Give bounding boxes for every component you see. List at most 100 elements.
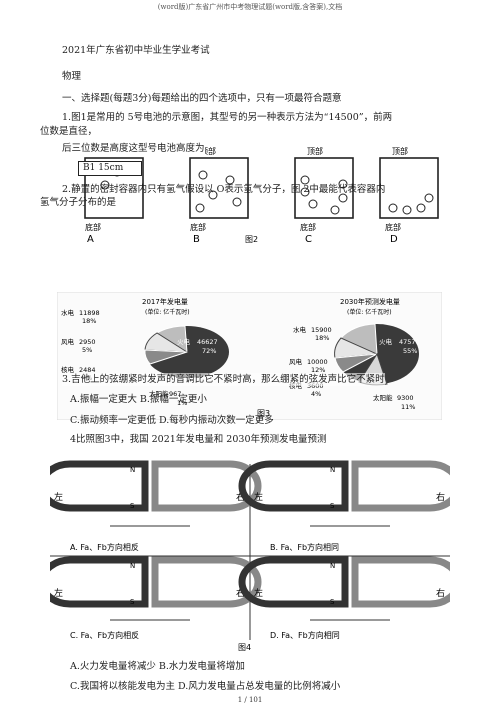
pole-s: S	[330, 598, 335, 606]
figure-2-svg: 顶部 顶部 顶部 顶部 底部 底部 底部 底部 A B C D 图2	[84, 146, 439, 245]
right-label-nuclear-value: 3600	[307, 382, 324, 390]
q3-line: 3.吉他上的弦绷紧时发声的音调比它不紧时高，那么绷紧的弦发声比它不紧时	[62, 373, 385, 386]
left-label-nuclear-name: 核电	[61, 365, 75, 374]
label-left: 左	[54, 491, 63, 503]
fig4-caption: 图4	[238, 643, 251, 652]
q4-options-1: A.火力发电量将减少 B.水力发电量将增加	[70, 661, 245, 672]
fig2-letter-c: C	[305, 234, 312, 245]
fig2-bottom-b: 底部	[190, 222, 206, 232]
molecule	[300, 175, 310, 185]
right-label-wind-value: 10000	[307, 358, 328, 366]
figure-4-svg: 左 右 N S A. Fa、Fb方向相反 左 右 N S B. Fa、Fb方向相…	[50, 460, 450, 652]
page-header: (word版)广东省广州市中考物理试题(word版,含答案),文档	[157, 3, 343, 11]
pole-n: N	[130, 466, 135, 474]
molecule	[300, 187, 310, 197]
container-b	[189, 157, 249, 219]
left-label-thermal-value: 46627	[197, 338, 218, 346]
right-label-hydro-name: 水电	[293, 325, 307, 334]
exam-title: 2021年广东省初中毕业生学业考试	[62, 45, 210, 56]
right-label-hydro-value: 15900	[311, 326, 332, 334]
left-label-solar-name: 太阳能	[149, 389, 169, 398]
pole-s: S	[130, 598, 135, 606]
panel-a: 左 右 N S A. Fa、Fb方向相反	[50, 460, 262, 552]
right-label-solar-value: 9300	[397, 394, 414, 402]
molecule	[388, 203, 398, 213]
magnet-left	[50, 556, 149, 608]
molecule	[416, 203, 426, 213]
right-label-wind-pct: 12%	[311, 366, 325, 374]
molecule	[195, 203, 205, 213]
fig2-top-b: 顶部	[200, 146, 216, 156]
panel-b: 左 右 N S B. Fa、Fb方向相同	[238, 460, 450, 552]
magnet-left	[50, 460, 149, 512]
left-label-solar-pct: 1%	[177, 399, 187, 407]
molecule	[198, 170, 208, 180]
left-pie-unit: (单位: 亿千瓦时)	[145, 308, 190, 316]
q1-line2: 位数是直径，	[40, 126, 98, 137]
label-left: 左	[254, 587, 263, 599]
right-label-nuclear-pct: 4%	[311, 390, 321, 398]
fig2-letter-a: A	[87, 234, 94, 245]
q2-line2: 氢气分子分布的是	[40, 197, 117, 208]
fig2-letter-b: B	[193, 234, 200, 245]
q3-options-2: C.振动频率一定更低 D.每秒内振动次数一定更多	[70, 415, 274, 426]
molecule	[208, 190, 218, 200]
right-label-thermal-pct: 55%	[403, 347, 417, 355]
right-label-solar-name: 太阳能	[373, 393, 393, 402]
left-label-wind-value: 2950	[79, 338, 96, 346]
fig3-caption: 图3	[257, 409, 270, 418]
q3-options-1: A.振幅一定更大 B.振幅一定更小	[70, 394, 207, 405]
subject: 物理	[62, 71, 82, 82]
fig2-bottom-a: 底部	[85, 222, 101, 232]
left-label-nuclear-value: 2484	[79, 366, 96, 374]
page-number: 1 / 101	[237, 696, 263, 704]
q2-line1: 2.静置的密封容器内只有氢气假设以 O表示氢气分子，图 2中最能代表容器内	[62, 184, 386, 195]
fig2-bottom-c: 底部	[300, 222, 316, 232]
panel-c: 左 右 N S C. Fa、Fb方向相反	[50, 556, 262, 640]
magnet-left	[238, 460, 349, 512]
figure-3: 2017年发电量 (单位: 亿千瓦时) 水电 11898 18% 风电 2950…	[57, 292, 442, 420]
figure-4: 左 右 N S A. Fa、Fb方向相反 左 右 N S B. Fa、Fb方向相…	[50, 460, 450, 652]
left-label-wind-pct: 5%	[82, 346, 92, 354]
label-right: 右	[236, 587, 245, 599]
molecule	[330, 205, 340, 215]
right-pie-unit: (单位: 亿千瓦时)	[347, 308, 392, 316]
label-right: 右	[236, 491, 245, 503]
q4-line: 4比照图3中，我国 2021年发电量和 2030年预测发电量预测	[70, 434, 327, 445]
option-d: D. Fa、Fb方向相同	[270, 630, 340, 640]
label-left: 左	[254, 491, 263, 503]
right-label-thermal-name: 火电	[379, 337, 393, 346]
left-label-thermal-name: 火电	[177, 337, 191, 346]
molecule	[338, 193, 348, 203]
q4-options-2: C.我国将以核能发电为主 D.风力发电量占总发电量的比例将减小	[70, 681, 341, 692]
molecule	[402, 205, 412, 215]
molecule	[100, 180, 110, 190]
option-a: A. Fa、Fb方向相反	[70, 542, 139, 552]
pole-n: N	[330, 562, 335, 570]
fig2-caption: 图2	[245, 235, 258, 244]
left-pie-slice-nuclear	[144, 349, 188, 365]
right-label-hydro-pct: 18%	[315, 334, 329, 342]
left-pie-title: 2017年发电量	[142, 297, 188, 306]
pole-s: S	[130, 502, 135, 510]
panel-d: 左 右 N S D. Fa、Fb方向相同	[238, 556, 450, 640]
container-d	[379, 157, 439, 219]
fig2-bottom-d: 底部	[385, 222, 401, 232]
label-left: 左	[54, 587, 63, 599]
molecule	[232, 197, 242, 207]
fig2-top-d: 顶部	[392, 146, 408, 156]
q1-line1: 1.图1是常用的 5号电池的示意图，其型号的另一种表示方法为“14500”，前两	[62, 112, 393, 123]
container-c	[294, 157, 354, 219]
magnet-right	[351, 460, 450, 512]
figure-2: 顶部 顶部 顶部 顶部 底部 底部 底部 底部 A B C D 图2	[45, 140, 465, 248]
label-right: 右	[436, 587, 445, 599]
container-a	[84, 157, 144, 219]
molecule	[225, 175, 235, 185]
magnet-right	[151, 556, 262, 608]
right-label-solar-pct: 11%	[401, 403, 415, 411]
pole-n: N	[330, 466, 335, 474]
magnet-left	[238, 556, 349, 608]
fig2-top-c: 顶部	[307, 146, 323, 156]
option-c: C. Fa、Fb方向相反	[70, 630, 139, 640]
magnet-right	[351, 556, 450, 608]
